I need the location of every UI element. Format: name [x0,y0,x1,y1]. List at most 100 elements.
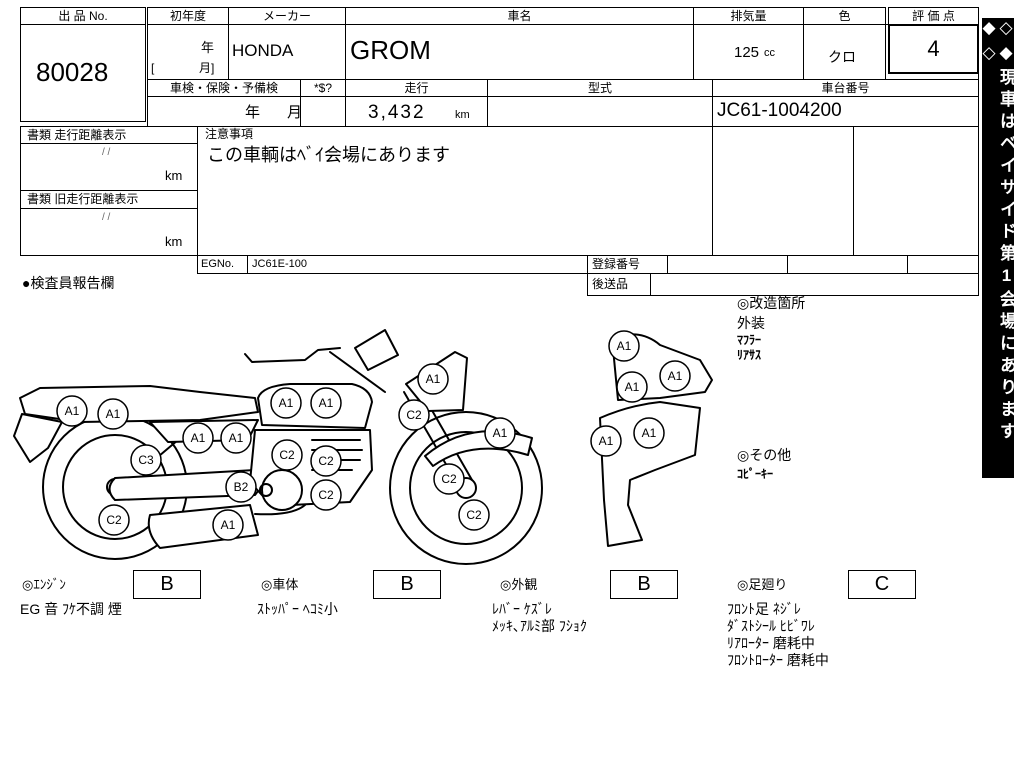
damage-mark: A1 [484,417,516,449]
maker-value: HONDA [232,41,294,60]
damage-mark: C3 [130,444,162,476]
suspension-note: ﾘｱﾛｰﾀｰ 磨耗中 [727,635,815,651]
maker-header: メーカー [228,7,346,25]
mark-label: A1 [191,431,206,445]
damage-mark: A1 [633,417,665,449]
score-value: 4 [888,24,979,74]
mark-circle [98,504,130,536]
damage-mark: A1 [608,330,640,362]
mark-circle [130,444,162,476]
lower-cowl-part [599,401,701,547]
first-reg-month-open: [ [151,61,155,75]
mark-label: C2 [318,454,334,468]
mark-label: C2 [318,488,334,502]
mark-label: C2 [106,513,122,527]
mark-circle [225,471,257,503]
modification-item: 外装 [737,315,765,331]
inspection-header: 車検・保険・予備検 [147,79,301,97]
displacement-header: 排気量 [693,7,804,25]
model-value: GROM [350,35,431,65]
damage-mark: A1 [182,422,214,454]
inspection-year-unit: 年 [245,104,261,121]
front-rim [409,431,523,545]
damage-mark: A1 [417,363,449,395]
mark-label: C3 [138,453,154,467]
damage-mark: A1 [212,509,244,541]
frame-no-header: 車台番号 [712,79,979,97]
exterior-rating-label: ◎外観 [500,577,538,592]
damage-mark: C2 [310,479,342,511]
doc-old-mileage-unit: km [165,234,183,249]
mark-circle [616,371,648,403]
mark-circle [633,417,665,449]
displacement-unit: cc [764,47,775,59]
engine-grade: B [133,570,201,599]
damage-mark: A1 [590,425,622,457]
damage-mark: A1 [220,422,252,454]
mark-label: A1 [426,372,441,386]
sprocket [259,483,273,497]
body-rating-label: ◎車体 [261,577,299,592]
other-item: ｺﾋﾟｰｷｰ [737,467,774,481]
modifications-label: ◎改造箇所 [737,295,806,311]
mark-circle [212,509,244,541]
damage-mark: A1 [56,395,88,427]
engine-no-value: JC61E-100 [252,258,308,270]
mark-circle [310,387,342,419]
mark-circle [659,360,691,392]
body-grade: B [373,570,441,599]
mark-label: A1 [279,396,294,410]
body-note: ｽﾄｯﾊﾟｰ ﾍｺﾐ小 [257,601,338,617]
exterior-note: ﾚﾊﾞｰ ｹｽﾞﾚ [492,601,552,617]
color-value: クロ [828,49,856,65]
mark-label: A1 [668,369,683,383]
mark-label: A1 [625,380,640,394]
mark-label: C2 [466,508,482,522]
doc-mileage-header: 書類 走行距離表示 [20,126,198,144]
mark-circle [310,445,342,477]
mark-circle [182,422,214,454]
first-reg-month-unit: 月] [199,61,215,75]
side-banner-text: ◇◆現車はベイサイド第1会場にあります◆◇ [980,18,1016,444]
mark-circle [270,387,302,419]
type-header: 型式 [487,79,713,97]
flags-header: *$? [300,79,346,97]
mark-circle [608,330,640,362]
handlebar [244,347,341,363]
modification-item: ﾏﾌﾗｰ [737,333,762,347]
exhaust-pipe [254,504,306,516]
mark-label: A1 [599,434,614,448]
mark-label: C2 [441,472,457,486]
mark-label: A1 [106,407,121,421]
mark-circle [56,395,88,427]
blank-cell-2 [853,126,979,256]
suspension-note: ﾀﾞｽﾄｼｰﾙ ﾋﾋﾞﾜﾚ [727,618,815,634]
mark-circle [398,399,430,431]
seat [19,385,259,423]
modification-item: ﾘｱｻｽ [737,348,762,362]
mark-label: A1 [65,404,80,418]
doc-old-mileage-date: / / [102,212,111,223]
engine-note: EG 音 ﾌｹ不調 煙 [20,601,122,617]
color-header: 色 [803,7,886,25]
lot-no-cell [20,24,146,122]
type-cell [487,96,713,127]
doc-old-mileage-header: 書類 旧走行距離表示 [20,190,198,209]
inspection-cell [147,96,301,127]
mark-circle [220,422,252,454]
mark-circle [590,425,622,457]
damage-mark: C2 [310,445,342,477]
engine-rating-label: ◎ｴﾝｼﾞﾝ [22,577,66,592]
notes-label: 注意事項 [205,127,254,141]
suspension-grade: C [848,570,916,599]
suspension-rating-label: ◎足廻り [737,577,788,592]
mileage-header: 走行 [345,79,488,97]
mark-circle [484,417,516,449]
mark-circle [271,439,303,471]
doc-mileage-date: / / [102,147,111,158]
side-banner: ◇◆現車はベイサイド第1会場にあります◆◇ [980,18,1016,478]
crankcase-cover [261,469,303,511]
tail-cowl [13,413,63,463]
deferred-items-label: 後送品 [587,273,651,296]
model-header: 車名 [345,7,694,25]
